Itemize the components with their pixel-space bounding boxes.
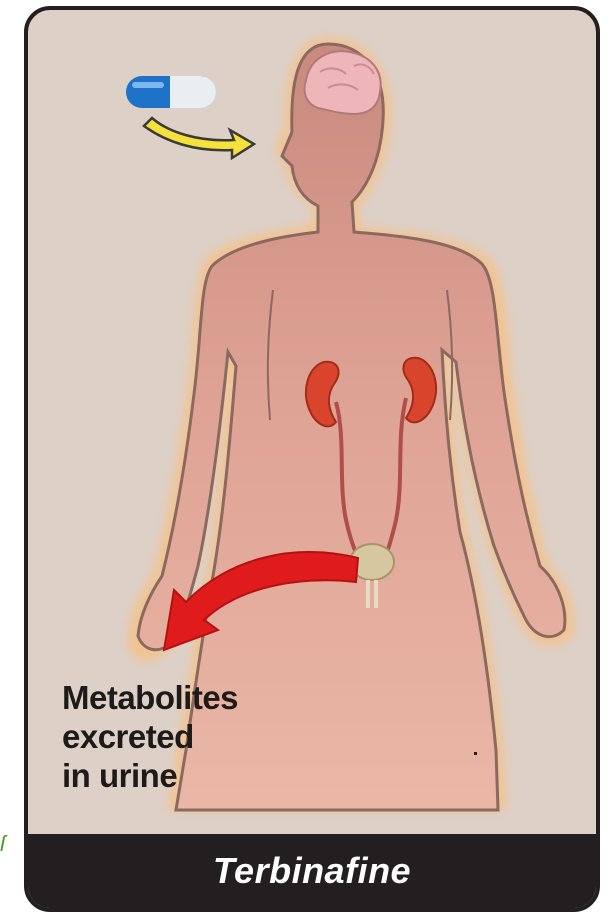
drug-title: Terbinafine — [213, 850, 411, 892]
margin-mark: ſ — [0, 834, 16, 854]
caption-line: in urine — [62, 756, 238, 795]
arrow-right-icon — [144, 118, 254, 158]
diagram-card: Metabolites excreted in urine Terbinafin… — [24, 6, 600, 912]
caption-line: Metabolites — [62, 678, 238, 717]
title-bar: Terbinafine — [28, 834, 596, 908]
capsule-icon — [126, 76, 216, 108]
caption-line: excreted — [62, 717, 238, 756]
excretion-caption: Metabolites excreted in urine — [62, 678, 238, 795]
brain-icon — [305, 51, 381, 114]
